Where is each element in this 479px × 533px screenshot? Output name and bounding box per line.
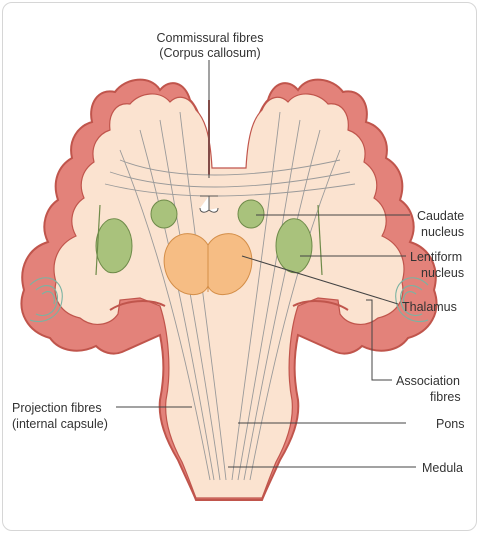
label-association-line1: Association xyxy=(396,374,460,388)
lentiform-nucleus-right xyxy=(275,218,313,274)
label-projection-line1: Projection fibres xyxy=(12,401,102,415)
projection-fibres xyxy=(119,111,341,481)
caudate-nucleus-right xyxy=(237,199,265,229)
label-commissural-line2: (Corpus callosum) xyxy=(159,46,260,60)
label-thalamus: Thalamus xyxy=(402,300,457,314)
label-pons: Pons xyxy=(436,417,465,431)
white-matter xyxy=(53,93,405,499)
label-projection-line2: (internal capsule) xyxy=(12,417,108,431)
labels: Commissural fibres (Corpus callosum) Cau… xyxy=(12,31,465,475)
label-caudate-line1: Caudate xyxy=(417,209,464,223)
caudate-nucleus-left xyxy=(150,199,178,229)
label-caudate-line2: nucleus xyxy=(421,225,464,239)
label-lentiform-line2: nucleus xyxy=(421,266,464,280)
brain-illustration xyxy=(20,78,438,501)
association-fibres xyxy=(29,277,429,323)
lentiform-nucleus-left xyxy=(95,218,133,274)
label-commissural-line1: Commissural fibres xyxy=(157,31,264,45)
label-medula: Medula xyxy=(422,461,463,475)
label-association-line2: fibres xyxy=(430,390,461,404)
leader-lines xyxy=(116,60,416,468)
label-lentiform-line1: Lentiform xyxy=(410,250,462,264)
